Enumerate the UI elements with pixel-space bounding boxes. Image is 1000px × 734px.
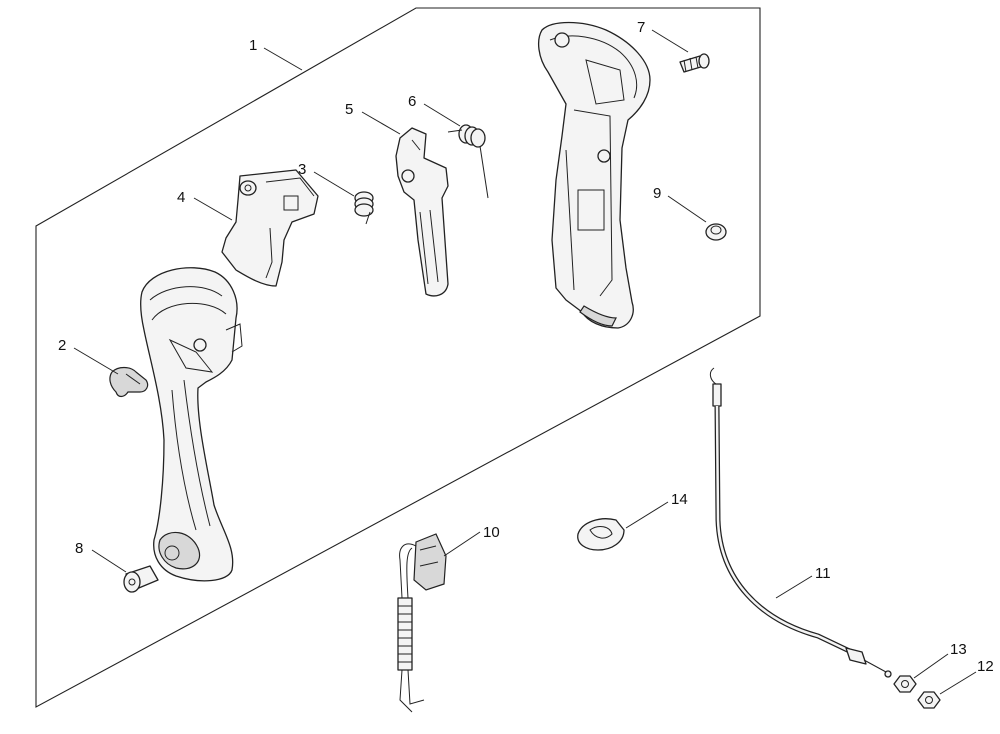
callout-10: 10 [483, 524, 500, 541]
leader-6 [423, 103, 461, 127]
callout-9: 9 [653, 185, 661, 202]
assembly-boundary [35, 7, 761, 708]
nut-12-part [917, 691, 941, 709]
callout-13: 13 [950, 641, 967, 658]
leader-8 [91, 549, 127, 573]
throttle-trigger-part [221, 169, 319, 287]
screw-8-part [123, 565, 159, 593]
handle-half-right-part [537, 21, 651, 329]
callout-12: 12 [977, 658, 994, 675]
callout-6: 6 [408, 93, 416, 110]
small-spring-part [354, 191, 374, 225]
cable-clip-part [577, 518, 625, 551]
callout-2: 2 [58, 337, 66, 354]
leader-3 [313, 171, 355, 197]
leader-10 [443, 531, 481, 557]
nut-9-part [705, 223, 727, 241]
leader-14 [625, 501, 669, 529]
leader-9 [667, 195, 707, 223]
leader-1 [263, 47, 303, 71]
leader-7 [651, 29, 689, 53]
callout-5: 5 [345, 101, 353, 118]
callout-3: 3 [298, 161, 306, 178]
callout-8: 8 [75, 540, 83, 557]
callout-14: 14 [671, 491, 688, 508]
callout-1: 1 [249, 37, 257, 54]
callout-11: 11 [815, 565, 831, 582]
leader-5 [361, 111, 401, 135]
callout-7: 7 [637, 19, 645, 36]
screw-7-part [679, 53, 710, 73]
throttle-cable-part [709, 367, 892, 678]
leader-13 [913, 653, 949, 679]
lockout-lever-part [395, 127, 449, 297]
callout-4: 4 [177, 189, 185, 206]
leader-12 [939, 671, 977, 695]
torsion-spring-part [447, 124, 489, 199]
leader-2 [73, 347, 119, 375]
lever-clip-part [109, 366, 149, 398]
handle-half-left-part [140, 267, 243, 582]
nut-13-part [893, 675, 917, 693]
leader-11 [775, 575, 813, 599]
leader-4 [193, 197, 233, 221]
stop-switch-part [397, 533, 447, 713]
